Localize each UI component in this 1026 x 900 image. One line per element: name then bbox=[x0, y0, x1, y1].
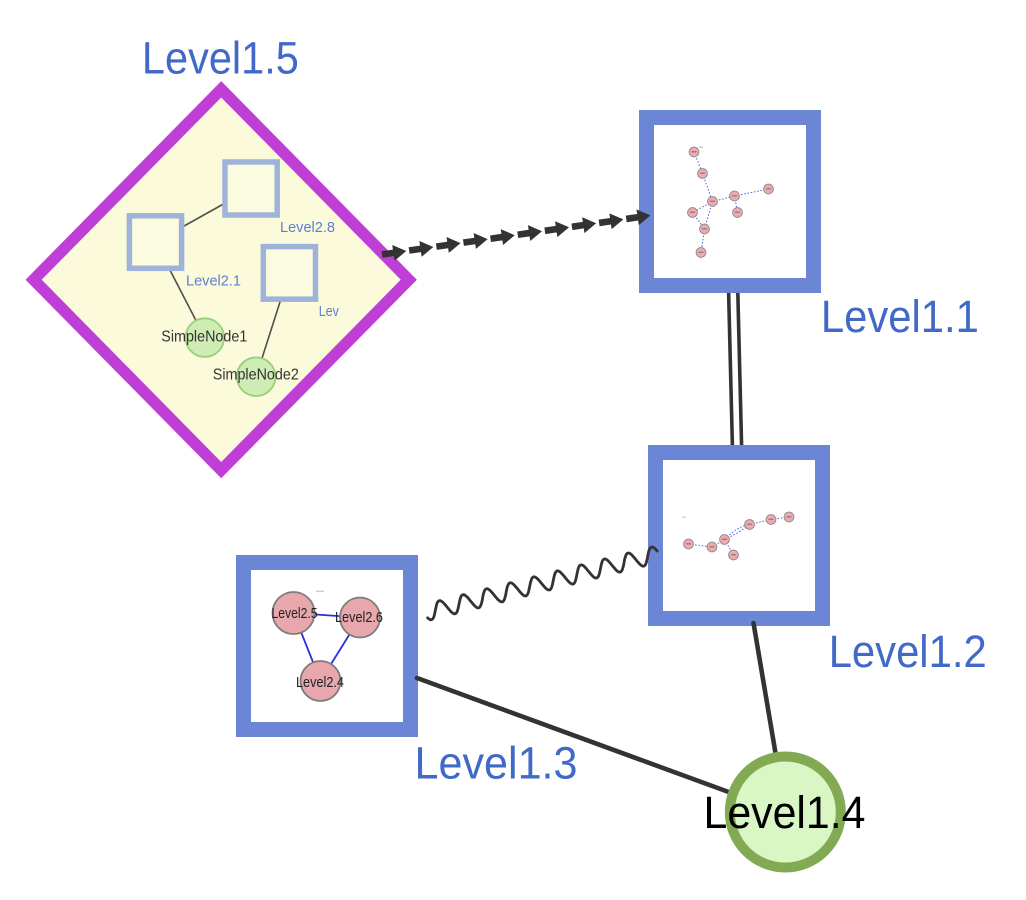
svg-text:Level1.1: Level1.1 bbox=[821, 291, 979, 342]
svg-text:Level2.5: Level2.5 bbox=[272, 605, 318, 622]
svg-text:Level1.3: Level1.3 bbox=[415, 737, 578, 788]
svg-text:Level2.4: Level2.4 bbox=[296, 674, 344, 691]
svg-text:SimpleNode1: SimpleNode1 bbox=[161, 328, 247, 345]
svg-text:Level1.2: Level1.2 bbox=[829, 626, 987, 677]
svg-text:Level2.1: Level2.1 bbox=[186, 274, 241, 290]
svg-text:Level2.8: Level2.8 bbox=[280, 220, 335, 236]
svg-text:SimpleNode2: SimpleNode2 bbox=[213, 367, 299, 384]
svg-text:Lev: Lev bbox=[319, 304, 340, 320]
svg-text:Level2.6: Level2.6 bbox=[335, 609, 383, 626]
svg-text:Level1.5: Level1.5 bbox=[142, 33, 299, 84]
svg-text:Level1.4: Level1.4 bbox=[704, 787, 866, 838]
